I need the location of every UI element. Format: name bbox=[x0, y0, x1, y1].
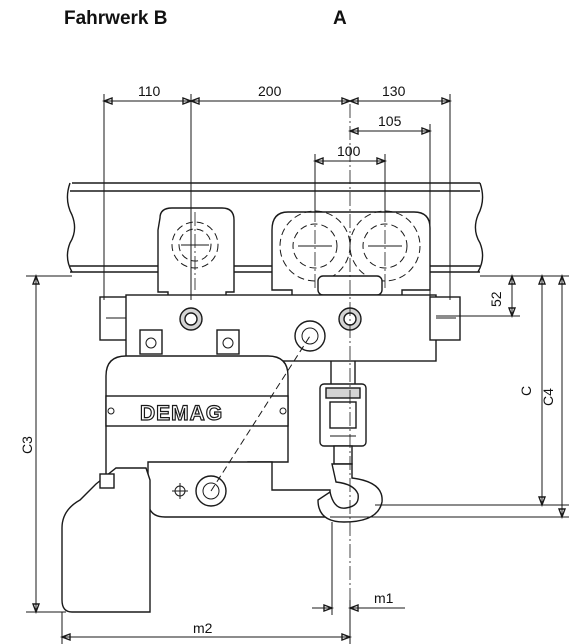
dim-c3: C3 bbox=[19, 436, 35, 454]
dim-c4: C4 bbox=[540, 388, 556, 406]
hook-block bbox=[317, 361, 383, 523]
dim-m1: m1 bbox=[374, 590, 394, 606]
dim-105: 105 bbox=[378, 113, 402, 129]
dim-100: 100 bbox=[337, 143, 361, 159]
dim-130: 130 bbox=[382, 83, 406, 99]
wheel-housing-a bbox=[271, 210, 431, 305]
trolley-b-heading: Fahrwerk B bbox=[64, 8, 168, 29]
dim-110: 110 bbox=[138, 83, 161, 99]
dim-52: 52 bbox=[488, 291, 504, 307]
dim-200: 200 bbox=[258, 83, 282, 99]
trolley-a-heading: A bbox=[333, 8, 347, 29]
dim-c: C bbox=[518, 386, 534, 396]
gearbox bbox=[147, 335, 331, 518]
dimensions-right: 52 C C4 bbox=[330, 274, 569, 519]
hoist-motor-body: DEMAG bbox=[105, 355, 289, 481]
dimensions-top: 110 200 130 105 100 bbox=[102, 83, 452, 300]
dim-m2: m2 bbox=[193, 620, 213, 636]
control-box bbox=[61, 467, 151, 613]
dimensions-bottom: m1 m2 bbox=[60, 522, 405, 644]
dimensions-left: C3 bbox=[19, 274, 72, 614]
demag-logo: DEMAG bbox=[140, 402, 223, 425]
cross-beam bbox=[99, 294, 461, 362]
